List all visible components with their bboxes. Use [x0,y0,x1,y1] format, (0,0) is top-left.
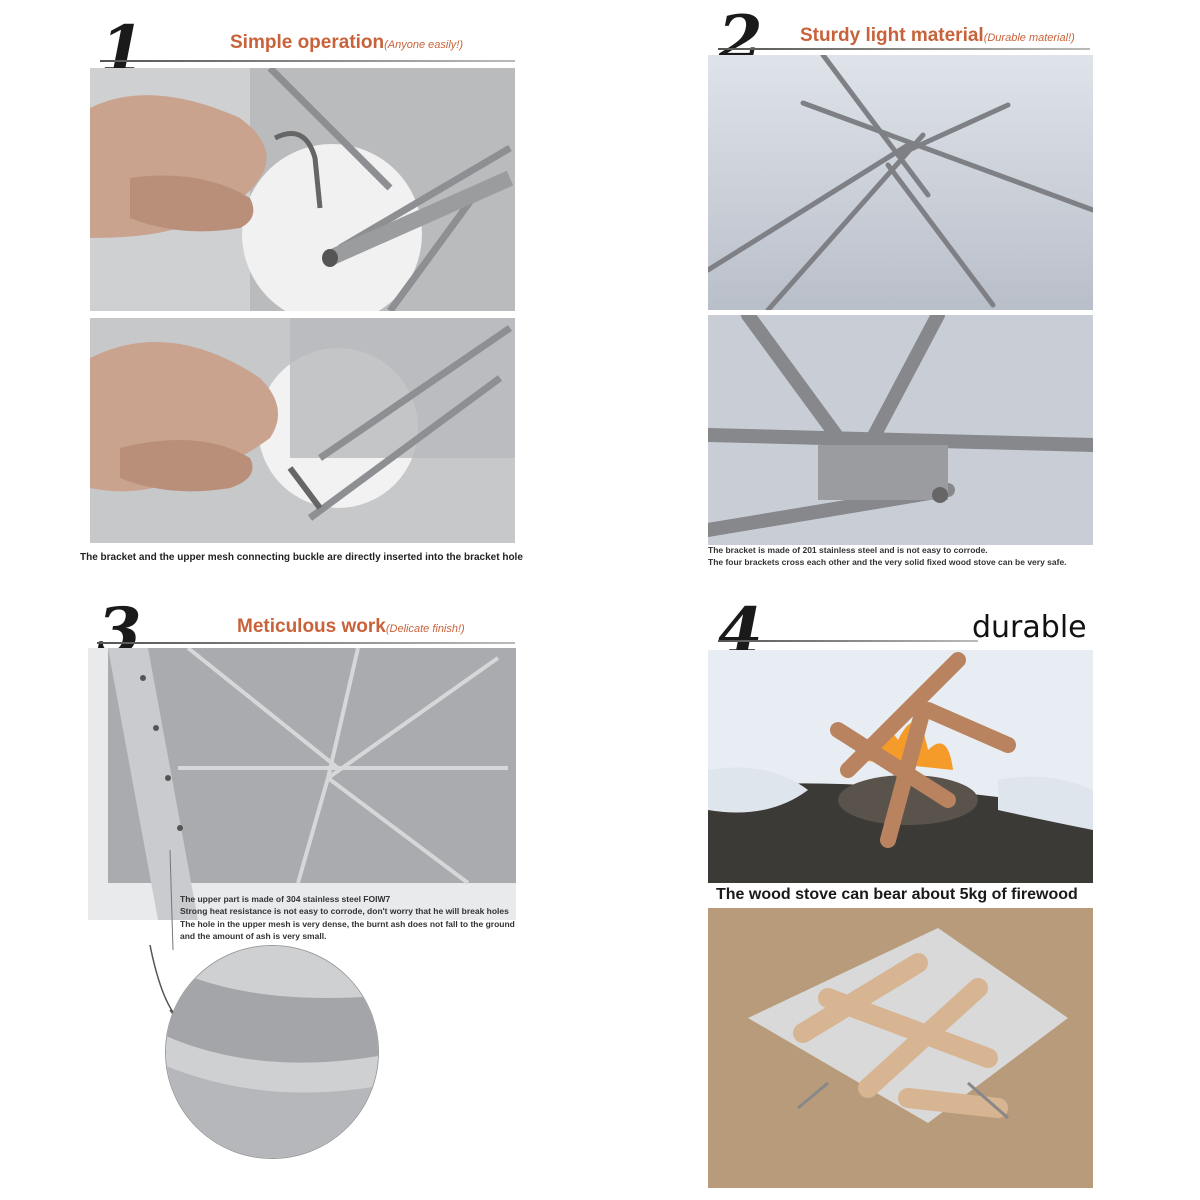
panel4-caption: The wood stove can bear about 5kg of fir… [716,886,1078,903]
panel3-photo [88,648,516,920]
panel3-caption-line-2: Strong heat resistance is not easy to co… [180,906,509,917]
panel4-rule [718,640,978,642]
panel1-caption: The bracket and the upper mesh connectin… [80,552,523,563]
panel2-caption-line-2: The four brackets cross each other and t… [708,557,1067,568]
panel2-rule [718,48,1090,50]
panel1-title: Simple operation(Anyone easily!) [230,32,463,54]
panel3-caption: The upper part is made of 304 stainless … [180,893,515,942]
panel2-title: Sturdy light material(Durable material!) [800,25,1075,47]
panel3-subtitle: (Delicate finish!) [385,623,465,635]
panel3-caption-line-4: and the amount of ash is very small. [180,930,327,941]
panel4-photo-bottom [708,908,1093,1188]
panel1-title-text: Simple operation [230,32,385,53]
panel1-photo-top [90,68,515,311]
panel3-title-text: Meticulous work [237,616,386,637]
panel3-caption-line-3: The hole in the upper mesh is very dense… [180,918,515,929]
panel1-subtitle: (Anyone easily!) [384,39,464,51]
panel2-photo-top [708,55,1093,310]
panel2-subtitle: (Durable material!) [983,32,1075,44]
panel2-title-text: Sturdy light material [800,25,984,46]
panel2-photo-bottom [708,315,1093,545]
panel3-title: Meticulous work(Delicate finish!) [237,616,465,638]
panel3-caption-line-1: The upper part is made of 304 stainless … [180,894,391,904]
panel2-caption: The bracket is made of 201 stainless ste… [708,544,1067,569]
panel4-photo-top [708,650,1093,883]
panel4-title: durable [972,610,1087,645]
panel2-caption-line-1: The bracket is made of 201 stainless ste… [708,545,988,555]
panel1-photo-bottom [90,318,515,543]
panel3-zoom-circle [165,945,379,1159]
panel3-rule [97,642,515,644]
panel1-rule [100,60,515,62]
